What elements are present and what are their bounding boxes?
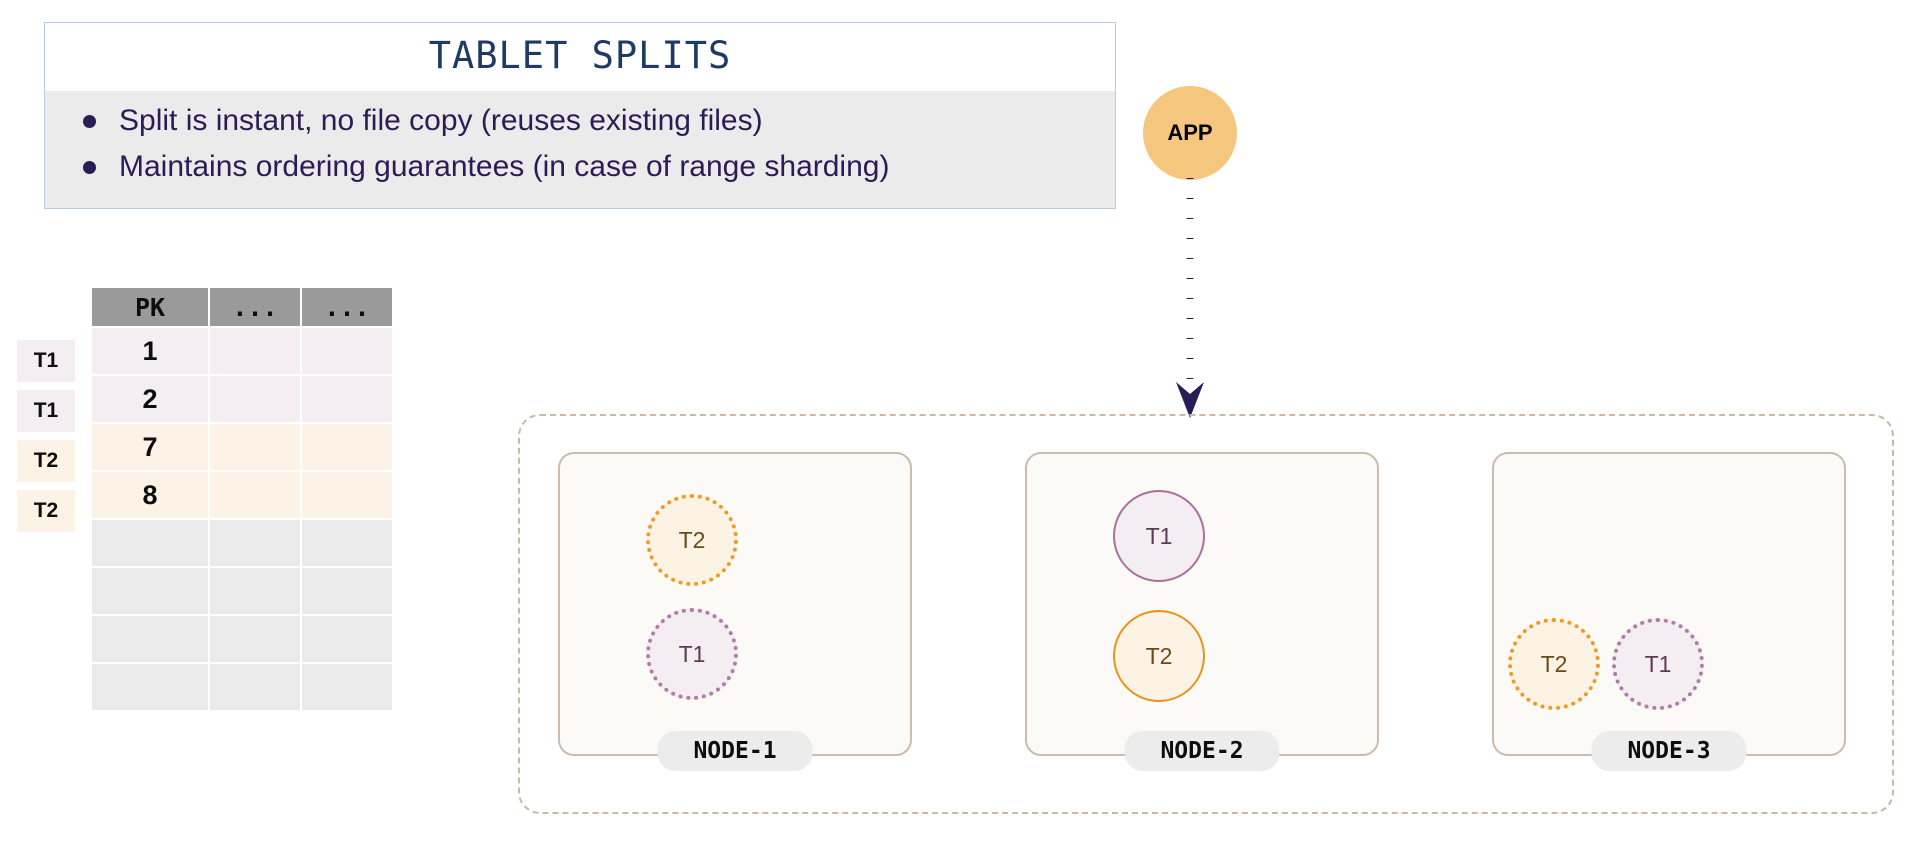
cell-blank [210,472,300,518]
callout-bullet-item: Maintains ordering guarantees (in case o… [83,145,1087,189]
tablet-label: T2 [678,526,706,553]
table-row: 7 [92,424,392,470]
cell-blank [210,328,300,374]
bullet-dot-icon [83,160,96,174]
cell-pk: 2 [92,376,208,422]
tablet-splits-callout: TABLET SPLITS Split is instant, no file … [44,22,1116,209]
tablet-circle-t1[interactable]: T1 [646,608,738,700]
callout-bullet-item: Split is instant, no file copy (reuses e… [83,99,1087,143]
tablet-circle-t2[interactable]: T2 [1113,610,1205,702]
cell-empty [302,616,392,662]
page-title: TABLET SPLITS [45,23,1115,91]
callout-bullet-list: Split is instant, no file copy (reuses e… [45,99,1115,190]
table-row: 8 [92,472,392,518]
cell-blank [210,424,300,470]
table-header-row: PK ... ... [92,288,392,326]
cell-empty [302,568,392,614]
row-tag-badge: T1 [17,340,75,382]
cell-empty [302,520,392,566]
node-panel-3[interactable]: NODE-3 T2 T1 [1492,452,1846,771]
tablet-label: T1 [678,640,706,667]
cell-empty [92,520,208,566]
cell-pk: 8 [92,472,208,518]
tablet-label: T1 [1644,650,1672,677]
cell-pk: 7 [92,424,208,470]
callout-bullet-text: Split is instant, no file copy (reuses e… [119,104,763,137]
cell-pk: 1 [92,328,208,374]
tablet-circle-t1[interactable]: T1 [1113,490,1205,582]
cell-blank [302,424,392,470]
tablet-circle-t1[interactable]: T1 [1612,618,1704,710]
node-label-3: NODE-3 [1591,731,1747,771]
tablet-label: T1 [1145,522,1173,549]
cell-empty [302,664,392,710]
cell-empty [210,520,300,566]
node-label-2: NODE-2 [1124,731,1280,771]
cell-empty [92,616,208,662]
row-tag-badge: T2 [17,440,75,482]
cell-empty [210,616,300,662]
tablet-label: T2 [1540,650,1568,677]
table-row-empty [92,664,392,710]
node-label-1: NODE-1 [657,731,813,771]
cell-empty [92,664,208,710]
column-header-dots2: ... [302,288,392,326]
row-tag-badge: T1 [17,390,75,432]
table-row: 1 [92,328,392,374]
row-tag-badge: T2 [17,490,75,532]
app-to-cluster-arrow [1176,178,1204,418]
table-row-empty [92,520,392,566]
table-row-empty [92,568,392,614]
cell-empty [210,568,300,614]
table-row-empty [92,616,392,662]
pk-table-head: PK ... ... [92,288,392,326]
callout-body: Split is instant, no file copy (reuses e… [45,91,1115,208]
cell-blank [302,328,392,374]
tablet-label: T2 [1145,642,1173,669]
column-header-dots1: ... [210,288,300,326]
tablet-circle-t2[interactable]: T2 [1508,618,1600,710]
app-node-label: APP [1167,120,1213,145]
cell-blank [302,376,392,422]
bullet-dot-icon [83,114,96,128]
column-header-pk: PK [92,288,208,326]
cell-blank [210,376,300,422]
cell-empty [210,664,300,710]
cell-blank [302,472,392,518]
cell-empty [92,568,208,614]
table-row: 2 [92,376,392,422]
tablet-circle-t2[interactable]: T2 [646,494,738,586]
callout-bullet-text: Maintains ordering guarantees (in case o… [119,150,890,184]
app-node: APP [1143,86,1237,180]
